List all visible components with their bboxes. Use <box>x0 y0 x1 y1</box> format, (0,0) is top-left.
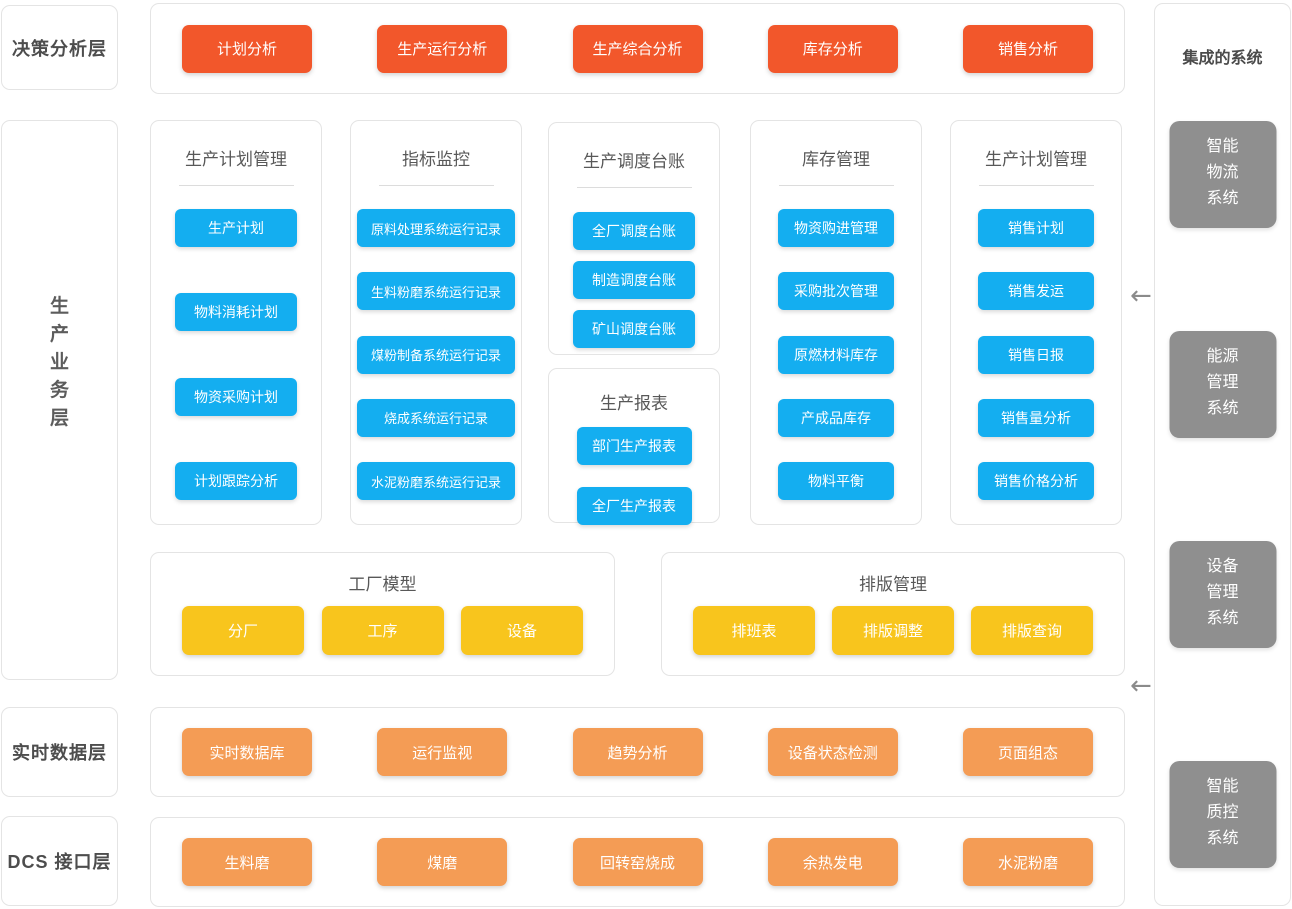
panel-title: 工厂模型 <box>348 575 417 594</box>
button-row: 排班表排版调整排版查询 <box>662 606 1124 655</box>
module-button[interactable]: 部门生产报表 <box>576 427 692 465</box>
module-button[interactable]: 全厂生产报表 <box>576 487 692 525</box>
factory-model-button[interactable]: 分厂 <box>182 606 304 655</box>
divider <box>378 185 494 186</box>
production-plan-mgmt-panel: 生产计划管理 生产计划物料消耗计划物资采购计划计划跟踪分析 <box>150 120 322 525</box>
integrated-system-box[interactable]: 智能 质控 系统 <box>1169 761 1276 868</box>
module-button[interactable]: 物料消耗计划 <box>175 293 297 332</box>
button-stack: 物资购进管理采购批次管理原燃材料库存产成品库存物料平衡 <box>751 209 921 500</box>
integrated-system-box[interactable]: 设备 管理 系统 <box>1169 541 1276 648</box>
module-button[interactable]: 原料处理系统运行记录 <box>357 209 515 247</box>
dcs-interface-panel: 生料磨 煤磨 回转窑烧成 余热发电 水泥粉磨 <box>150 817 1125 907</box>
system-box-stack: 智能 物流 系统能源 管理 系统设备 管理 系统智能 质控 系统 <box>1155 4 1290 905</box>
decision-layer-label: 决策分析层 <box>1 5 118 90</box>
realtime-function-button[interactable]: 趋势分析 <box>572 728 703 776</box>
module-button[interactable]: 制造调度台账 <box>573 261 695 299</box>
button-stack: 销售计划销售发运销售日报销售量分析销售价格分析 <box>951 209 1121 500</box>
dcs-interface-button[interactable]: 余热发电 <box>767 838 898 886</box>
decision-analysis-button[interactable]: 生产运行分析 <box>377 24 508 73</box>
module-button[interactable]: 全厂调度台账 <box>573 212 695 250</box>
panel-title: 排版管理 <box>859 575 927 594</box>
layout-mgmt-button[interactable]: 排版调整 <box>832 606 954 655</box>
button-stack: 全厂调度台账制造调度台账矿山调度台账 <box>549 212 719 348</box>
dcs-interface-button[interactable]: 生料磨 <box>182 838 312 886</box>
dcs-interface-button[interactable]: 煤磨 <box>377 838 508 886</box>
module-button[interactable]: 原燃材料库存 <box>778 335 894 374</box>
module-button[interactable]: 销售量分析 <box>978 398 1094 437</box>
sales-plan-mgmt-panel: 生产计划管理 销售计划销售发运销售日报销售量分析销售价格分析 <box>950 120 1122 525</box>
module-button[interactable]: 物资购进管理 <box>778 209 894 247</box>
layout-mgmt-button[interactable]: 排班表 <box>693 606 815 655</box>
dcs-interface-button[interactable]: 水泥粉磨 <box>963 838 1093 886</box>
button-stack: 生产计划物料消耗计划物资采购计划计划跟踪分析 <box>151 209 321 500</box>
realtime-layer-label: 实时数据层 <box>1 707 118 797</box>
decision-analysis-button[interactable]: 生产综合分析 <box>572 24 703 73</box>
factory-model-button[interactable]: 设备 <box>461 606 583 655</box>
business-layer-char: 产 <box>49 324 69 345</box>
realtime-function-button[interactable]: 页面组态 <box>963 728 1093 776</box>
divider <box>778 185 894 186</box>
indicator-monitor-panel: 指标监控 原料处理系统运行记录生料粉磨系统运行记录煤粉制备系统运行记录烧成系统运… <box>350 120 522 525</box>
divider <box>978 185 1094 186</box>
decision-analysis-panel: 计划分析 生产运行分析 生产综合分析 库存分析 销售分析 <box>150 3 1125 94</box>
module-button[interactable]: 矿山调度台账 <box>573 310 695 348</box>
layout-mgmt-button[interactable]: 排版查询 <box>971 606 1093 655</box>
panel-title: 集成的系统 <box>1182 50 1263 67</box>
realtime-function-button[interactable]: 运行监视 <box>377 728 508 776</box>
inventory-mgmt-panel: 库存管理 物资购进管理采购批次管理原燃材料库存产成品库存物料平衡 <box>750 120 922 525</box>
realtime-data-panel: 实时数据库 运行监视 趋势分析 设备状态检测 页面组态 <box>150 707 1125 797</box>
business-layer-label: 生产业务层 <box>1 120 118 680</box>
decision-analysis-button[interactable]: 计划分析 <box>182 24 312 73</box>
layout-mgmt-panel: 排版管理 排班表排版调整排版查询 <box>661 552 1125 676</box>
realtime-function-button[interactable]: 实时数据库 <box>182 728 312 776</box>
integrated-system-box[interactable]: 智能 物流 系统 <box>1169 121 1276 228</box>
left-arrow-icon: ← <box>1130 281 1152 311</box>
module-button[interactable]: 销售计划 <box>978 209 1094 247</box>
module-button[interactable]: 销售日报 <box>978 335 1094 374</box>
factory-model-button[interactable]: 工序 <box>321 606 444 655</box>
left-arrow-icon: ← <box>1130 671 1152 701</box>
dcs-layer-label: DCS 接口层 <box>1 816 118 906</box>
business-layer-char: 生 <box>49 296 69 317</box>
button-stack: 原料处理系统运行记录生料粉磨系统运行记录煤粉制备系统运行记录烧成系统运行记录水泥… <box>351 209 521 500</box>
button-row: 分厂工序设备 <box>151 606 614 655</box>
module-button[interactable]: 煤粉制备系统运行记录 <box>357 335 515 374</box>
dispatch-ledger-panel: 生产调度台账 全厂调度台账制造调度台账矿山调度台账 <box>548 122 720 355</box>
divider <box>576 187 692 188</box>
factory-model-panel: 工厂模型 分厂工序设备 <box>150 552 615 676</box>
panel-title: 指标监控 <box>402 150 470 169</box>
panel-title: 生产计划管理 <box>185 150 287 169</box>
panel-title: 生产报表 <box>600 394 668 413</box>
dcs-interface-button[interactable]: 回转窑烧成 <box>572 838 703 886</box>
integrated-systems-panel: 集成的系统 智能 物流 系统能源 管理 系统设备 管理 系统智能 质控 系统 <box>1154 3 1291 906</box>
module-button[interactable]: 采购批次管理 <box>778 272 894 311</box>
panel-title: 库存管理 <box>802 150 870 169</box>
module-button[interactable]: 物资采购计划 <box>175 377 297 416</box>
business-layer-vertical-text: 生产业务层 <box>2 121 117 679</box>
module-button[interactable]: 物料平衡 <box>778 462 894 500</box>
integrated-system-box[interactable]: 能源 管理 系统 <box>1169 331 1276 438</box>
business-layer-char: 务 <box>49 380 69 401</box>
module-button[interactable]: 产成品库存 <box>778 398 894 437</box>
production-report-panel: 生产报表 部门生产报表全厂生产报表 <box>548 368 720 525</box>
divider <box>178 185 294 186</box>
panel-title: 生产计划管理 <box>985 150 1087 169</box>
module-button[interactable]: 销售发运 <box>978 272 1094 311</box>
module-button[interactable]: 水泥粉磨系统运行记录 <box>357 462 515 500</box>
module-button[interactable]: 生产计划 <box>175 209 297 247</box>
module-button[interactable]: 生料粉磨系统运行记录 <box>357 272 515 311</box>
decision-analysis-button[interactable]: 库存分析 <box>767 24 898 73</box>
business-layer-char: 层 <box>49 408 69 429</box>
business-layer-char: 业 <box>49 352 69 373</box>
panel-title: 生产调度台账 <box>583 152 685 171</box>
button-stack: 部门生产报表全厂生产报表 <box>549 427 719 525</box>
module-button[interactable]: 销售价格分析 <box>978 462 1094 500</box>
realtime-function-button[interactable]: 设备状态检测 <box>767 728 898 776</box>
decision-analysis-button[interactable]: 销售分析 <box>963 24 1093 73</box>
module-button[interactable]: 计划跟踪分析 <box>175 461 297 500</box>
module-button[interactable]: 烧成系统运行记录 <box>357 398 515 437</box>
